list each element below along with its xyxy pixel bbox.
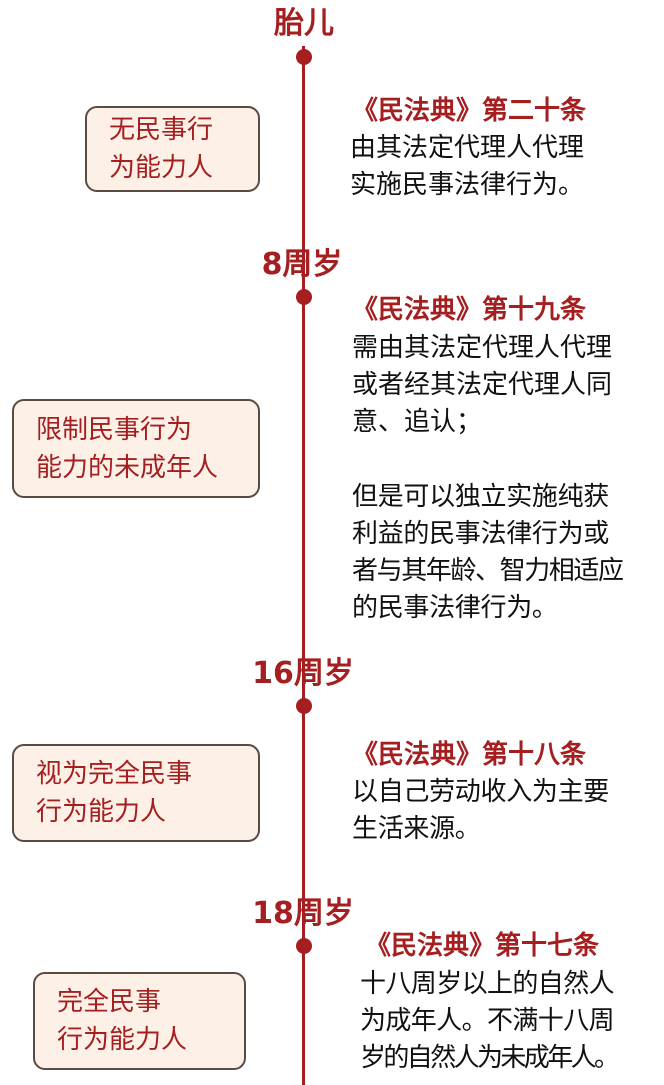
article-text-17: 十八周岁以上的自然人 为成年人。不满十八周 岁的自然人为未成年人。 (360, 966, 620, 1077)
timeline-dot-fetus (295, 49, 312, 65)
text-line: 者与其年龄、智力相适应 (352, 556, 624, 586)
stage-label-fetus: 胎儿 (274, 6, 334, 41)
capacity-box-16: 视为完全民事 行为能力人 (12, 744, 260, 842)
timeline-axis (302, 46, 305, 1085)
text-line: 为成年人。不满十八周 (360, 1006, 615, 1036)
capacity-line: 行为能力人 (36, 797, 167, 827)
capacity-line: 行为能力人 (57, 1025, 188, 1055)
stage-label-16: 16周岁 (252, 656, 354, 691)
article-text-18: 以自己劳动收入为主要 生活来源。 (352, 774, 609, 848)
text-line: 或者经其法定代理人同 (352, 370, 613, 400)
capacity-line: 视为完全民事 (36, 759, 193, 789)
capacity-line: 完全民事 (57, 987, 162, 1017)
text-line: 十八周岁以上的自然人 (360, 969, 615, 999)
timeline-dot-16 (295, 698, 312, 714)
stage-label-8: 8周岁 (261, 247, 343, 282)
article-title-20: 《民法典》第二十条 (352, 96, 587, 126)
article-title-18: 《民法典》第十八条 (352, 740, 587, 770)
article-title-17: 《民法典》第十七条 (365, 931, 600, 961)
timeline-dot-18 (295, 938, 312, 954)
capacity-box-fetus: 无民事行 为能力人 (85, 106, 260, 192)
capacity-line: 限制民事行为 (36, 414, 193, 445)
text-line: 利益的民事法律行为或 (352, 519, 610, 549)
text-line: 但是可以独立实施纯获 (352, 482, 610, 512)
text-line: 岁的自然人为未成年人。 (360, 1043, 620, 1073)
timeline-dot-8 (295, 289, 312, 305)
text-line: 由其法定代理人代理 (350, 133, 585, 163)
capacity-line: 为能力人 (109, 153, 214, 183)
text-line: 以自己劳动收入为主要 (352, 777, 610, 807)
capacity-line: 能力的未成年人 (36, 452, 219, 483)
text-line: 实施民事法律行为。 (350, 170, 585, 200)
article-text-19-a: 需由其法定代理人代理 或者经其法定代理人同 意、追认； (352, 330, 612, 441)
stage-label-18: 18周岁 (252, 896, 354, 931)
capacity-box-18: 完全民事 行为能力人 (33, 972, 246, 1070)
capacity-line: 无民事行 (109, 115, 214, 145)
text-line: 生活来源。 (352, 814, 481, 844)
text-line: 意、追认； (352, 407, 483, 437)
capacity-box-8: 限制民事行为 能力的未成年人 (12, 399, 260, 498)
article-title-19: 《民法典》第十九条 (352, 295, 587, 325)
article-text-19-b: 但是可以独立实施纯获 利益的民事法律行为或 者与其年龄、智力相适应 的民事法律行… (352, 479, 624, 627)
text-line: 需由其法定代理人代理 (352, 333, 613, 363)
text-line: 的民事法律行为。 (352, 593, 558, 623)
article-text-20: 由其法定代理人代理 实施民事法律行为。 (350, 130, 584, 204)
